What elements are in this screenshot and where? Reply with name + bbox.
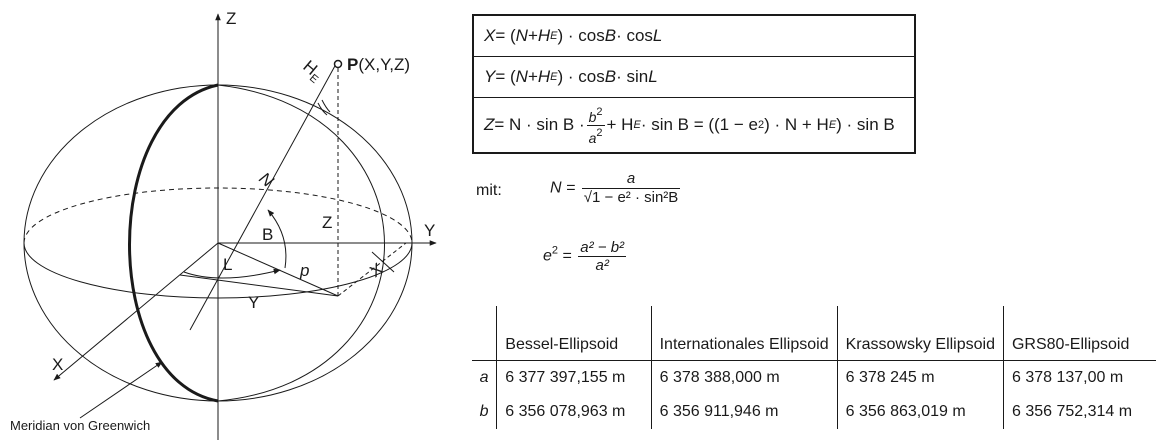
table-cell-param: a	[479, 369, 489, 386]
table-cell-param: b	[479, 403, 489, 420]
formula-y-dot: · sin	[616, 67, 649, 86]
formula-y-lhs: Y	[484, 67, 496, 86]
formula-z-part1: = N · sin B ·	[494, 115, 585, 134]
table-cell: 6 356 078,963 m	[496, 395, 652, 429]
formula-z-part5: ) · sin B	[836, 115, 895, 134]
formula-y-plus: +	[527, 67, 538, 86]
formula-x-tail: ) · cos	[557, 26, 605, 45]
table-header-international: Internationales Ellipsoid	[650, 306, 838, 361]
formula-z-part4: ) · N + H	[764, 115, 829, 134]
n-lhs: N =	[550, 179, 580, 197]
angle-b-arc	[267, 209, 287, 269]
formula-x-plus: +	[527, 26, 538, 45]
formula-x-h: H	[537, 26, 551, 45]
table-cell: 6 356 911,946 m	[650, 395, 838, 429]
n-frac-den-radicand: 1 − e² · sin²B	[592, 188, 679, 206]
z-axis-label: Z	[226, 9, 236, 28]
table-header-row: Bessel-Ellipsoid Internationales Ellipso…	[472, 306, 1156, 361]
table-cell: 6 356 863,019 m	[836, 395, 1004, 429]
e-frac-den: a²	[578, 256, 627, 274]
formula-y-b: B	[604, 67, 617, 86]
table-header-empty	[472, 306, 497, 361]
formula-x-l: L	[652, 26, 663, 45]
ellipsoid-diagram: Z Y X P(X,Y,Z) HE N Z B L p Y X Meridian…	[10, 9, 437, 440]
formula-x-b: B	[604, 26, 617, 45]
table-cell: 6 378 388,000 m	[650, 360, 838, 395]
formula-z-frac-num: b	[588, 108, 597, 125]
point-label: P(X,Y,Z)	[347, 55, 410, 74]
formula-y-h: H	[537, 67, 551, 86]
n-frac-num: a	[626, 170, 636, 187]
table-cell: 6 377 397,155 m	[496, 360, 652, 395]
table-cell: 6 356 752,314 m	[1002, 395, 1156, 429]
e-frac-num: a² − b²	[580, 239, 625, 256]
b-label: B	[262, 225, 273, 244]
normal-line	[189, 63, 337, 331]
table-header-bessel: Bessel-Ellipsoid	[496, 306, 652, 361]
y-axis-label: Y	[424, 221, 435, 240]
formula-z-fraction: b2 a2	[586, 105, 605, 146]
formula-z-part2: + H	[606, 115, 634, 134]
p-label: p	[299, 261, 309, 280]
formula-x-lhs: X	[484, 26, 496, 45]
e-definition: e2 = a² − b² a²	[543, 239, 628, 274]
e-lhs: e	[543, 247, 552, 265]
formula-z-frac-num-sup: 2	[596, 105, 603, 118]
n-fraction: a √1 − e² · sin²B	[581, 170, 681, 207]
angle-he-arc-2	[317, 102, 328, 116]
formula-z-part2-sub: E	[633, 119, 641, 131]
e-lhs-sup: 2	[551, 244, 559, 257]
formula-x-dot: · cos	[616, 26, 653, 45]
table-row: b 6 356 078,963 m 6 356 911,946 m 6 356 …	[472, 395, 1156, 429]
e-eq: =	[562, 247, 577, 265]
formula-z-part4-sub: E	[828, 119, 837, 131]
ellipsoid-table: Bessel-Ellipsoid Internationales Ellipso…	[472, 306, 1156, 429]
meridian-label: Meridian von Greenwich	[10, 418, 150, 433]
l-label: L	[223, 255, 232, 274]
formula-y-hsub: E	[550, 71, 558, 83]
formula-x-n: N	[515, 26, 528, 45]
formula-y-l: L	[648, 67, 658, 86]
n-frac-den: √1 − e² · sin²B	[581, 188, 681, 207]
z-label: Z	[322, 213, 332, 232]
formula-x-eq: = (	[495, 26, 516, 45]
point-p	[333, 59, 343, 69]
n-definition: N = a √1 − e² · sin²B	[550, 170, 682, 207]
y-component	[179, 274, 339, 297]
table-header-grs80: GRS80-Ellipsoid	[1002, 306, 1156, 361]
formula-z-frac-den: a	[588, 129, 597, 146]
table-cell: 6 378 245 m	[836, 360, 1004, 395]
formula-y-tail: ) · cos	[557, 67, 605, 86]
formula-y-n: N	[515, 67, 528, 86]
table-header-krassowsky: Krassowsky Ellipsoid	[836, 306, 1004, 361]
meridian-pointer	[79, 361, 163, 419]
formula-z-part3-sup: 2	[757, 119, 765, 131]
formula-z-part3: · sin B = ((1 − e	[640, 115, 758, 134]
formula-z-frac-den-sup: 2	[596, 126, 603, 139]
he-label: HE	[298, 57, 327, 86]
x-component	[337, 242, 407, 297]
table-cell: 6 378 137,00 m	[1002, 360, 1156, 395]
table-row: a 6 377 397,155 m 6 378 388,000 m 6 378 …	[472, 360, 1156, 395]
angle-he-arc	[321, 99, 331, 113]
angle-l-arc	[183, 268, 281, 279]
formula-x-hsub: E	[550, 30, 558, 42]
n-label: N	[255, 169, 277, 192]
meridian-greenwich	[128, 83, 219, 403]
x-axis-label: X	[52, 355, 63, 374]
e-fraction: a² − b² a²	[578, 239, 627, 274]
x-dim-line	[371, 251, 395, 273]
y-component-label: Y	[248, 293, 259, 312]
x-axis	[53, 242, 219, 381]
root-icon: √	[583, 189, 593, 206]
formula-z-lhs: Z	[484, 115, 495, 134]
meridian-p	[217, 84, 385, 402]
formula-y-eq: = (	[495, 67, 516, 86]
mit-label: mit:	[476, 182, 502, 199]
